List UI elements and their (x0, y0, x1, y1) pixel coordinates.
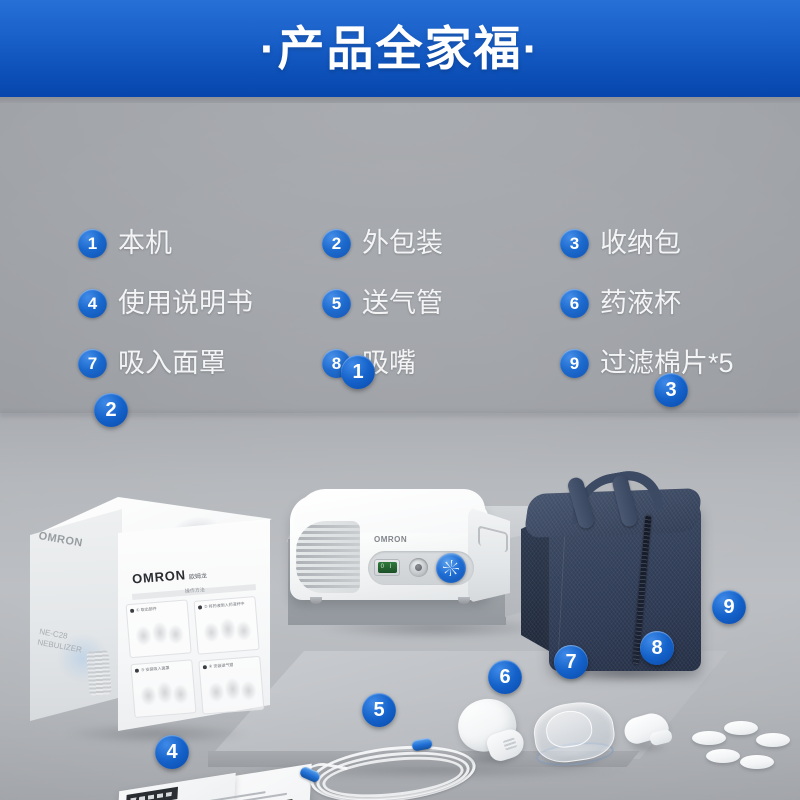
legend-row: 4 使用说明书 5 送气管 6 药液杯 (0, 289, 800, 341)
nebulizer-device: OMRON 0 I (282, 485, 514, 630)
instruction-panel-4: ④ 安装送气管 (198, 655, 265, 715)
legend-label-3: 收纳包 (600, 228, 681, 258)
nebulizer-air-outlet-port (409, 558, 428, 577)
nebulizer-power-switch[interactable]: 0 I (374, 559, 400, 576)
mouthpiece-shadow (622, 741, 678, 754)
legend-badge-2: 2 (322, 229, 351, 258)
legend-row: 1 本机 2 外包装 3 收纳包 (0, 229, 800, 281)
photo-marker-2: 2 (94, 393, 128, 427)
carry-bag (521, 464, 725, 687)
page-title: ·产品全家福· (259, 22, 541, 75)
legend-item-3: 3 收纳包 (560, 229, 681, 258)
filter-cotton-discs (692, 715, 792, 777)
photo-marker-7: 7 (554, 645, 588, 679)
nebulizer-control-knob[interactable] (436, 553, 466, 583)
accessory-platform-edge (208, 751, 640, 767)
legend-label-5: 送气管 (362, 288, 443, 318)
photo-marker-5: 5 (362, 693, 396, 727)
nebulizer-foot (310, 597, 322, 604)
scene-wall-floor-seam (0, 409, 800, 419)
instruction-panel-2-title: ② 将药液倒入药液杯中 (198, 600, 252, 609)
nebulizer-brand-logo: OMRON (374, 535, 408, 544)
instruction-panel-4-artwork (204, 669, 260, 710)
photo-marker-4: 4 (155, 735, 189, 769)
legend-list: 1 本机 2 外包装 3 收纳包 4 使用说明书 5 (0, 221, 800, 411)
photo-marker-6: 6 (488, 660, 522, 694)
filter-disc (692, 731, 726, 745)
power-switch-marking: 0 I (377, 562, 397, 573)
legend-badge-5: 5 (322, 289, 351, 318)
instruction-panel-2: ② 将药液倒入药液杯中 (193, 595, 260, 655)
filter-disc (706, 749, 740, 763)
photo-marker-1: 1 (341, 355, 375, 389)
legend-label-6: 药液杯 (600, 288, 681, 318)
legend-item-5: 5 送气管 (322, 289, 443, 318)
legend-item-7: 7 吸入面罩 (78, 349, 226, 378)
legend-label-2: 外包装 (362, 228, 443, 258)
filter-disc (756, 733, 790, 747)
legend-item-9: 9 过滤棉片*5 (560, 349, 734, 378)
mouthpiece (620, 709, 686, 761)
legend-item-4: 4 使用说明书 (78, 289, 253, 318)
legend-label-7: 吸入面罩 (118, 348, 226, 378)
inhalation-mask (528, 697, 624, 770)
filter-disc (740, 755, 774, 769)
legend-badge-7: 7 (78, 349, 107, 378)
legend-badge-6: 6 (560, 289, 589, 318)
photo-marker-3: 3 (654, 373, 688, 407)
instruction-panel-3-artwork (136, 672, 192, 713)
legend-item-6: 6 药液杯 (560, 289, 681, 318)
legend-badge-3: 3 (560, 229, 589, 258)
legend-item-2: 2 外包装 (322, 229, 443, 258)
instruction-manual (112, 763, 312, 800)
header-divider (0, 97, 800, 103)
legend-badge-4: 4 (78, 289, 107, 318)
nebulizer-control-panel: 0 I (368, 551, 474, 585)
instruction-panel-3-title: ③ 安装吸入面罩 (135, 664, 189, 673)
instruction-panel-1: ① 取出部件 (125, 599, 192, 659)
product-photo-scene: 1 本机 2 外包装 3 收纳包 4 使用说明书 5 (0, 103, 800, 800)
instruction-panel-3: ③ 安装吸入面罩 (130, 659, 197, 719)
photo-marker-9: 9 (712, 590, 746, 624)
instruction-panel-2-artwork (199, 609, 255, 650)
legend-item-1: 1 本机 (78, 229, 172, 258)
instruction-panel-1-artwork (131, 612, 187, 653)
legend-badge-9: 9 (560, 349, 589, 378)
nebulizer-air-vent-grille (296, 521, 360, 593)
photo-marker-8: 8 (640, 631, 674, 665)
legend-label-1: 本机 (118, 228, 172, 258)
nebulizer-foot (458, 597, 470, 604)
legend-badge-1: 1 (78, 229, 107, 258)
nebulizer-right-side (468, 507, 510, 603)
filter-disc (724, 721, 758, 735)
product-box-instruction-grid: ① 取出部件 ② 将药液倒入药液杯中 ③ 安装吸入面罩 ④ 安装送气管 (125, 594, 265, 720)
instruction-panel-4-title: ④ 安装送气管 (203, 660, 257, 669)
legend-label-9: 过滤棉片*5 (600, 348, 734, 378)
legend-label-4: 使用说明书 (118, 288, 253, 318)
instruction-panel-1-title: ① 取出部件 (130, 604, 184, 613)
medicine-cup (452, 693, 538, 773)
page-header-banner: ·产品全家福· (0, 0, 800, 97)
